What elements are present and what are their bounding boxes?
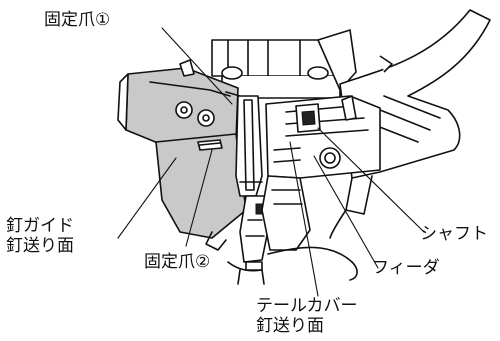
label-fixed-claw-1: 固定爪① — [44, 10, 111, 30]
label-tail-cover: テールカバー 釘送り面 — [256, 296, 358, 336]
nail-guide-block — [155, 133, 247, 239]
label-shaft: シャフト — [420, 224, 488, 244]
leader-lines — [117, 27, 425, 297]
label-tail-cover-line1: テールカバー — [256, 296, 358, 316]
top-housing — [211, 29, 357, 99]
label-nail-guide-line2: 釘送り面 — [6, 236, 74, 256]
nose-channel — [235, 95, 269, 271]
feeder-assembly — [265, 95, 381, 179]
label-tail-cover-line2: 釘送り面 — [256, 316, 324, 336]
base-plate — [205, 231, 358, 285]
label-nail-guide-line1: 釘ガイド — [6, 216, 74, 236]
tail-cover — [261, 175, 311, 251]
label-feeder: フィーダ — [372, 258, 440, 278]
label-nail-guide: 釘ガイド 釘送り面 — [6, 216, 74, 256]
label-fixed-claw-2: 固定爪② — [144, 252, 211, 272]
